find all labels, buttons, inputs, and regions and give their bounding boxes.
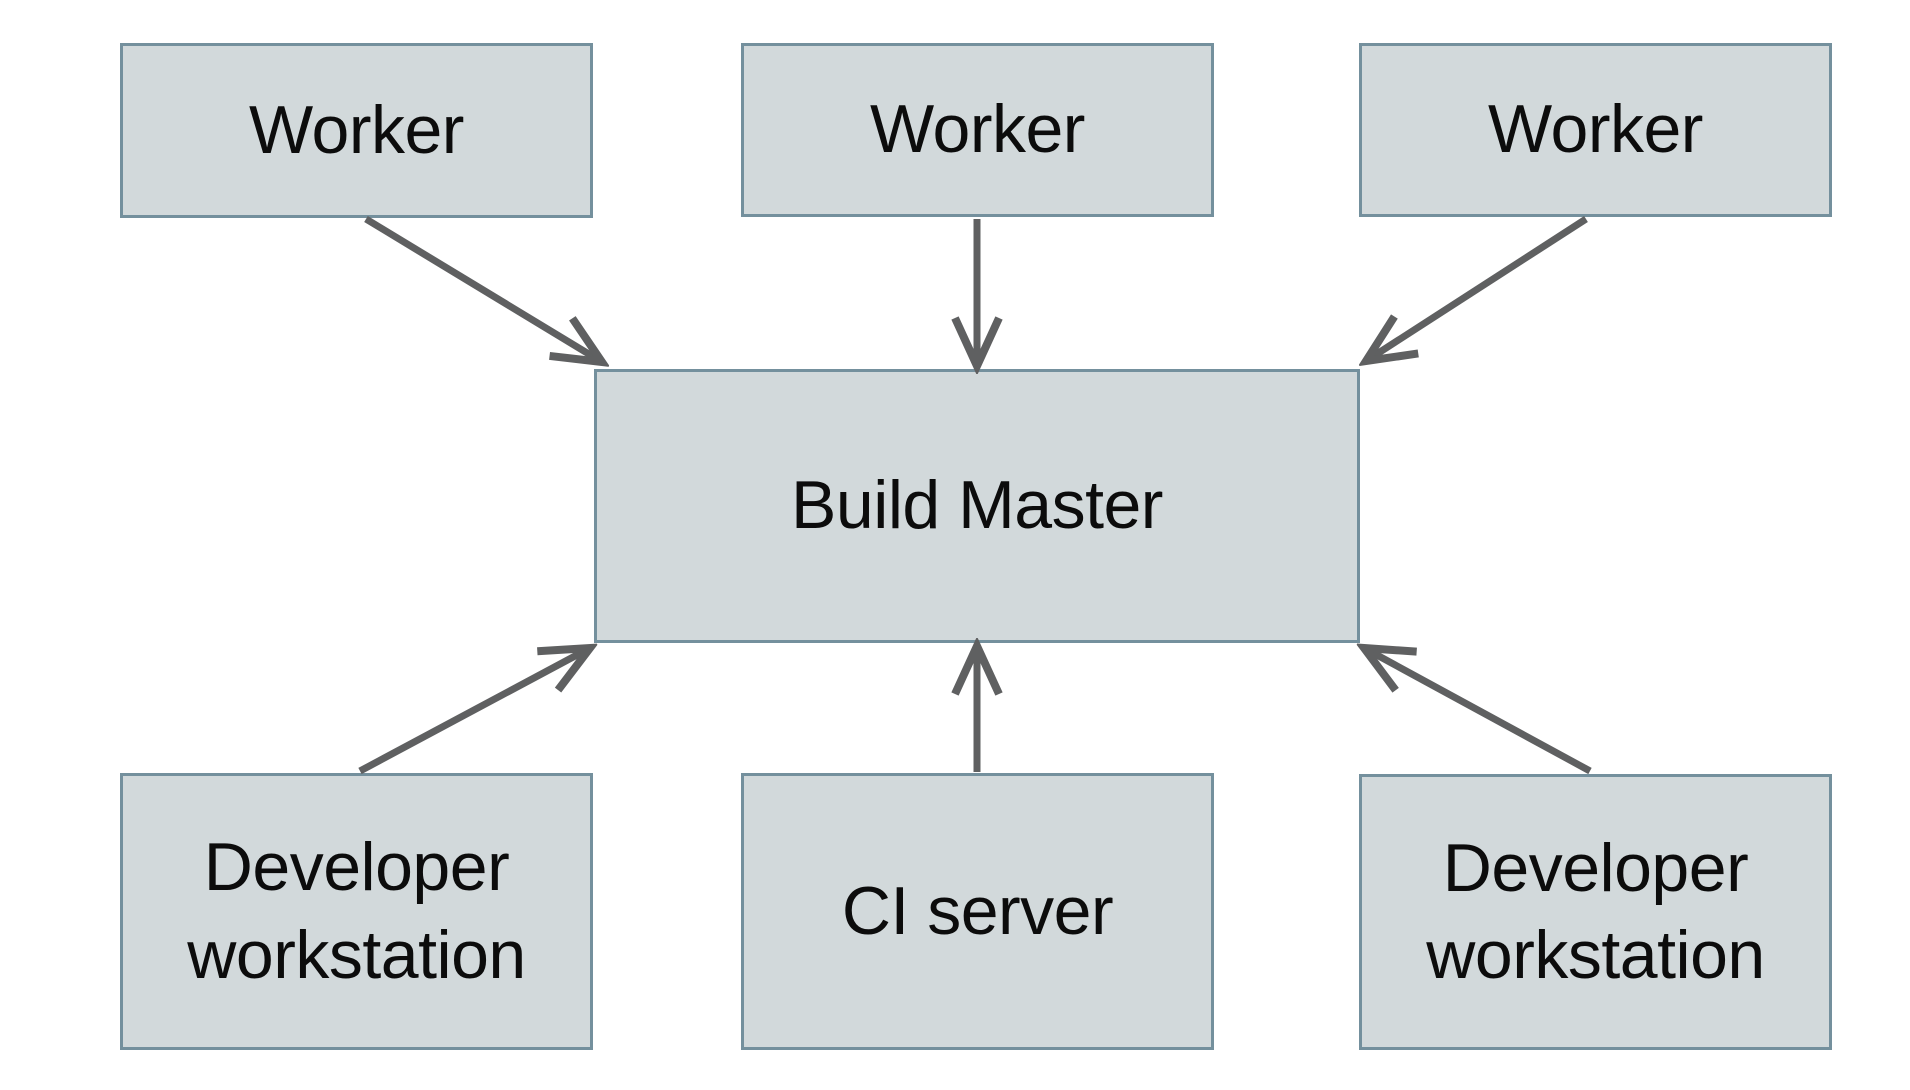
arrow-developer-workstation-left-to-build-master — [358, 648, 590, 775]
node-worker-2-label: Worker — [870, 91, 1085, 168]
arrow-developer-workstation-right-to-build-master — [1364, 648, 1592, 775]
node-worker-3-label: Worker — [1488, 91, 1703, 168]
node-developer-workstation-left: Developer workstation — [120, 773, 593, 1050]
node-developer-workstation-left-label: Developer workstation — [187, 829, 526, 993]
node-build-master: Build Master — [594, 369, 1360, 643]
node-developer-workstation-right-label: Developer workstation — [1426, 829, 1765, 993]
node-worker-1-label: Worker — [249, 91, 464, 168]
node-ci-server-label: CI server — [841, 872, 1114, 949]
node-ci-server: CI server — [741, 773, 1214, 1050]
node-worker-2: Worker — [741, 43, 1214, 217]
node-developer-workstation-right: Developer workstation — [1359, 774, 1832, 1050]
arrow-worker-3-to-build-master — [1366, 216, 1588, 361]
node-build-master-label: Build Master — [791, 467, 1163, 544]
arrow-worker-1-to-build-master — [364, 216, 602, 362]
node-worker-1: Worker — [120, 43, 593, 218]
node-worker-3: Worker — [1359, 43, 1832, 217]
